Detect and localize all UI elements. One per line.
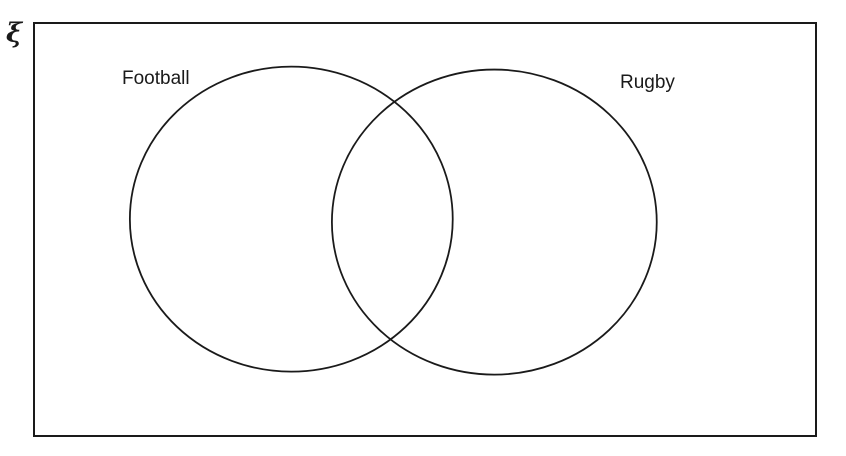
universal-set-rectangle: Football Rugby — [33, 22, 817, 437]
universal-set-symbol: ξ — [6, 18, 22, 49]
venn-circles — [128, 65, 658, 376]
rugby-set-label: Rugby — [620, 72, 675, 93]
football-set-label: Football — [122, 68, 190, 89]
rugby-set-circle — [331, 68, 658, 376]
football-set-circle — [128, 65, 454, 373]
